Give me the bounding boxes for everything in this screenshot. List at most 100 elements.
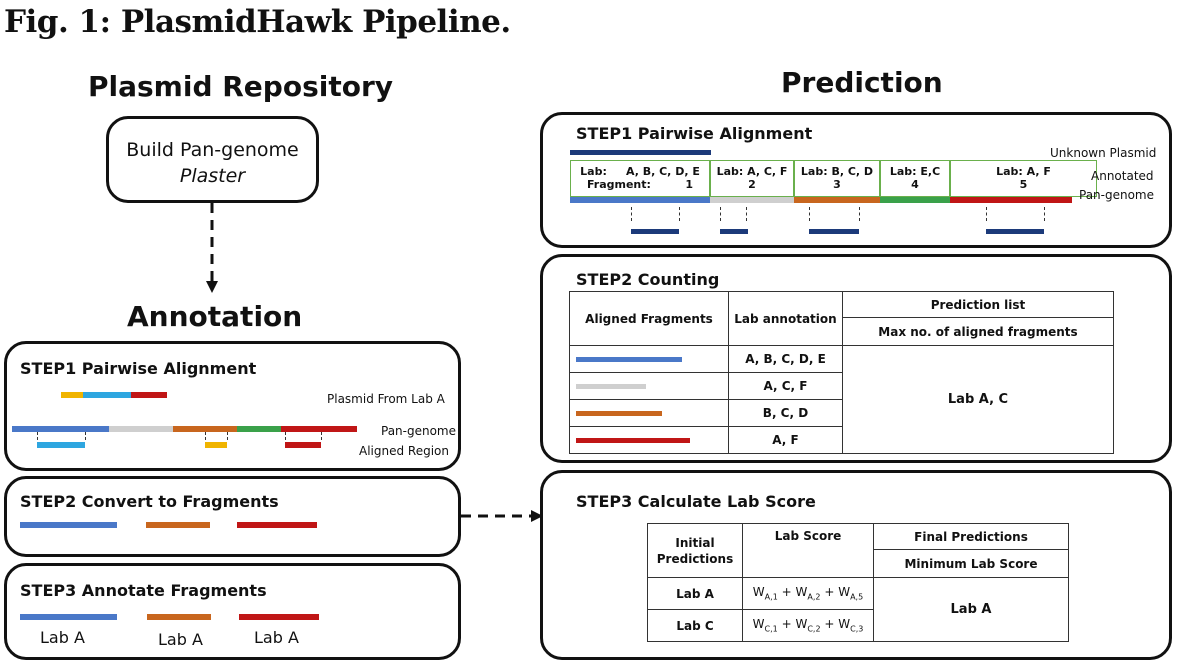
segment-fragment: 4 bbox=[911, 178, 919, 191]
initial-lab-cell: Lab C bbox=[647, 609, 743, 642]
w-symbol: W bbox=[795, 617, 808, 632]
annotated-red-bar bbox=[239, 614, 319, 620]
plasmid-repository-title: Plasmid Repository bbox=[88, 70, 394, 103]
segment-lab: Lab: E,C bbox=[889, 165, 941, 178]
track-red-bar bbox=[950, 197, 1072, 203]
track-gray-bar bbox=[710, 197, 794, 203]
pangenome-label: Pan-genome bbox=[381, 424, 457, 438]
prediction-title: Prediction bbox=[781, 66, 943, 99]
plasmid-from-lab-label: Plasmid From Lab A bbox=[327, 392, 445, 406]
build-pangenome-box: Build Pan-genome Plaster bbox=[106, 116, 319, 203]
align-tick bbox=[37, 432, 38, 440]
segment-lab: Lab: B, C, D bbox=[800, 165, 874, 178]
col-initial-predictions: Initial Predictions bbox=[647, 523, 743, 578]
lab-annotation-cell: B, C, D bbox=[728, 399, 843, 427]
pan-genome-label: Pan-genome bbox=[1079, 188, 1155, 202]
pangenome-red-bar bbox=[281, 426, 357, 432]
segment-5: Lab: A, F 5 bbox=[950, 160, 1097, 197]
lab-label: Lab A bbox=[158, 630, 203, 649]
w-symbol: W bbox=[795, 585, 808, 600]
left-step2-title: STEP2 Convert to Fragments bbox=[20, 492, 279, 511]
pangenome-green-bar bbox=[237, 426, 281, 432]
segment-2: Lab: A, C, F 2 bbox=[710, 160, 794, 197]
w-symbol: W bbox=[752, 585, 765, 600]
track-green-bar bbox=[880, 197, 950, 203]
arrow-down-dashed bbox=[206, 203, 218, 293]
right-step3-box: STEP3 Calculate Lab Score Initial Predic… bbox=[540, 470, 1172, 660]
annotation-title: Annotation bbox=[127, 300, 303, 333]
left-step1-box: STEP1 Pairwise Alignment Plasmid From La… bbox=[4, 341, 461, 471]
annotated-pangenome-track: Lab: A, B, C, D, E Fragment: 1 Lab: A, C… bbox=[570, 160, 1097, 205]
col-initial-line1: Initial bbox=[675, 535, 715, 550]
right-step2-box: STEP2 Counting Aligned Fragments Lab ann… bbox=[540, 254, 1172, 463]
segment-lab: Lab: A, B, C, D, E bbox=[580, 165, 700, 178]
fragment-orange-bar bbox=[146, 522, 210, 528]
fragment-red-bar bbox=[237, 522, 317, 528]
aligned-navy-bar bbox=[720, 229, 748, 234]
aligned-cyan-bar bbox=[37, 442, 85, 448]
w-symbol: W bbox=[838, 585, 851, 600]
track-blue-bar bbox=[570, 197, 710, 203]
fragment-cell bbox=[569, 399, 729, 427]
w-symbol: W bbox=[752, 617, 765, 632]
lab-annotation-cell: A, F bbox=[728, 426, 843, 454]
left-step2-box: STEP2 Convert to Fragments bbox=[4, 476, 461, 557]
align-tick bbox=[859, 207, 860, 221]
annotated-label: Annotated bbox=[1091, 169, 1154, 183]
lab-annotation-cell: A, C, F bbox=[728, 372, 843, 400]
lab-score-cell: WC,1 + WC,2 + WC,3 bbox=[742, 609, 874, 642]
fragment-gray-swatch bbox=[576, 383, 646, 389]
final-prediction-result: Lab A bbox=[873, 577, 1069, 642]
fragment-cell bbox=[569, 345, 729, 373]
figure-title: Fig. 1: PlasmidHawk Pipeline. bbox=[4, 4, 511, 40]
segment-1: Lab: A, B, C, D, E Fragment: 1 bbox=[570, 160, 710, 197]
build-pangenome-label: Build Pan-genome bbox=[126, 139, 299, 161]
right-step1-title: STEP1 Pairwise Alignment bbox=[576, 124, 813, 143]
fragment-red-swatch bbox=[576, 437, 690, 443]
pangenome-orange-bar bbox=[173, 426, 237, 432]
align-tick bbox=[631, 207, 632, 221]
segment-3: Lab: B, C, D 3 bbox=[794, 160, 880, 197]
align-tick bbox=[321, 432, 322, 440]
arrow-right-dashed bbox=[461, 510, 543, 522]
col-prediction-list: Prediction list bbox=[842, 291, 1114, 318]
col-min-lab-score: Minimum Lab Score bbox=[873, 549, 1069, 578]
align-tick bbox=[809, 207, 810, 221]
pangenome-gray-bar bbox=[109, 426, 173, 432]
w-symbol: W bbox=[838, 617, 851, 632]
unknown-plasmid-label: Unknown Plasmid bbox=[1050, 146, 1157, 160]
aligned-navy-bar bbox=[809, 229, 859, 234]
align-tick bbox=[285, 432, 286, 440]
plus-sign: + bbox=[781, 617, 792, 632]
aligned-yellow-bar bbox=[205, 442, 227, 448]
align-tick bbox=[679, 207, 680, 221]
align-tick bbox=[1044, 207, 1045, 221]
query-red-bar bbox=[131, 392, 167, 398]
plus-sign: + bbox=[824, 617, 835, 632]
aligned-navy-bar bbox=[631, 229, 679, 234]
w-subscript: C,2 bbox=[807, 624, 821, 634]
col-final-predictions: Final Predictions bbox=[873, 523, 1069, 550]
left-step1-title: STEP1 Pairwise Alignment bbox=[20, 359, 257, 378]
left-step3-box: STEP3 Annotate Fragments Lab A Lab A Lab… bbox=[4, 563, 461, 660]
pangenome-blue-bar bbox=[12, 426, 109, 432]
lab-score-cell: WA,1 + WA,2 + WA,5 bbox=[742, 577, 874, 610]
segment-lab: Lab: A, F bbox=[996, 165, 1051, 178]
aligned-region-label: Aligned Region bbox=[359, 444, 449, 458]
w-subscript: A,5 bbox=[850, 592, 864, 602]
track-orange-bar bbox=[794, 197, 880, 203]
fragment-cell bbox=[569, 372, 729, 400]
query-yellow-bar bbox=[61, 392, 83, 398]
right-step3-title: STEP3 Calculate Lab Score bbox=[576, 492, 816, 511]
fragment-cell bbox=[569, 426, 729, 454]
w-subscript: A,1 bbox=[764, 592, 778, 602]
initial-lab-cell: Lab A bbox=[647, 577, 743, 610]
counting-table: Aligned Fragments Lab annotation Predict… bbox=[569, 291, 1114, 454]
lab-label: Lab A bbox=[254, 628, 299, 647]
w-subscript: C,1 bbox=[764, 624, 778, 634]
aligned-red-bar bbox=[285, 442, 321, 448]
annotated-blue-bar bbox=[20, 614, 117, 620]
col-max-aligned: Max no. of aligned fragments bbox=[842, 317, 1114, 346]
segment-4: Lab: E,C 4 bbox=[880, 160, 950, 197]
w-subscript: C,3 bbox=[850, 624, 864, 634]
